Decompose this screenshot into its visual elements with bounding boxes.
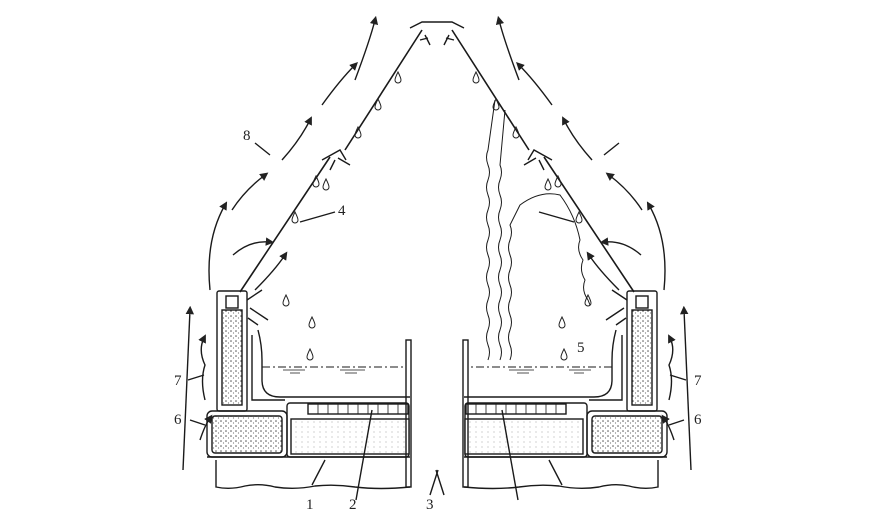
label-3-gap: 3 [426, 497, 434, 513]
steam-lines [486, 99, 591, 361]
label-1-floor: 1 [306, 497, 314, 513]
label-7-left: 7 [174, 373, 182, 389]
label-2-heater: 2 [349, 497, 357, 513]
label-6-left: 6 [174, 412, 182, 428]
right-half-drawing [436, 20, 691, 500]
label-7-right: 7 [694, 373, 702, 389]
left-half-drawing [183, 20, 438, 500]
label-5-gutter: 5 [577, 340, 585, 356]
label-6-right: 6 [694, 412, 702, 428]
label-8-airflow: 8 [243, 128, 251, 144]
label-4-droplets: 4 [338, 203, 346, 219]
